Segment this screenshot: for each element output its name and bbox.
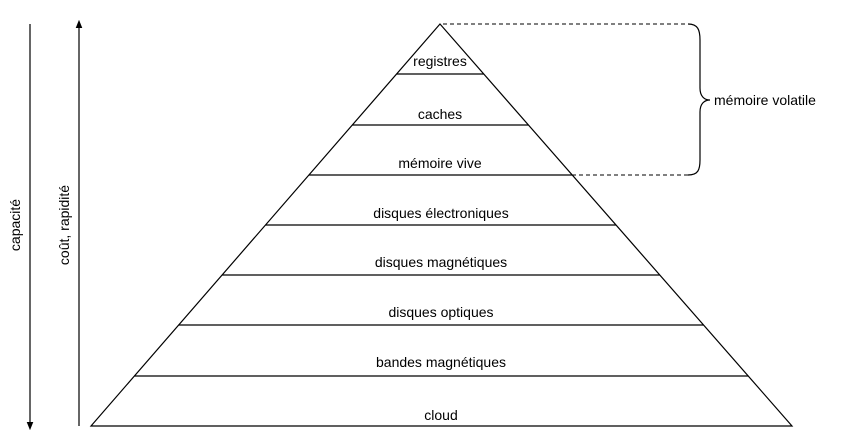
pyramid-level-dividers xyxy=(134,73,749,377)
level-label-cloud: cloud xyxy=(424,407,457,423)
level-label-memoire-vive: mémoire vive xyxy=(398,155,481,171)
level-label-bandes-magnetiques: bandes magnétiques xyxy=(376,354,506,370)
level-label-caches: caches xyxy=(418,106,462,122)
volatile-memory-brace xyxy=(687,23,711,176)
volatile-memory-label: mémoire volatile xyxy=(714,92,816,108)
level-label-registres: registres xyxy=(413,53,467,69)
level-label-disques-magnetiques: disques magnétiques xyxy=(375,254,507,270)
cost-speed-axis-label: coût, rapidité xyxy=(56,185,72,265)
level-label-disques-electroniques: disques électroniques xyxy=(373,205,508,221)
capacity-axis-label: capacité xyxy=(7,199,23,251)
level-label-disques-optiques: disques optiques xyxy=(388,304,493,320)
